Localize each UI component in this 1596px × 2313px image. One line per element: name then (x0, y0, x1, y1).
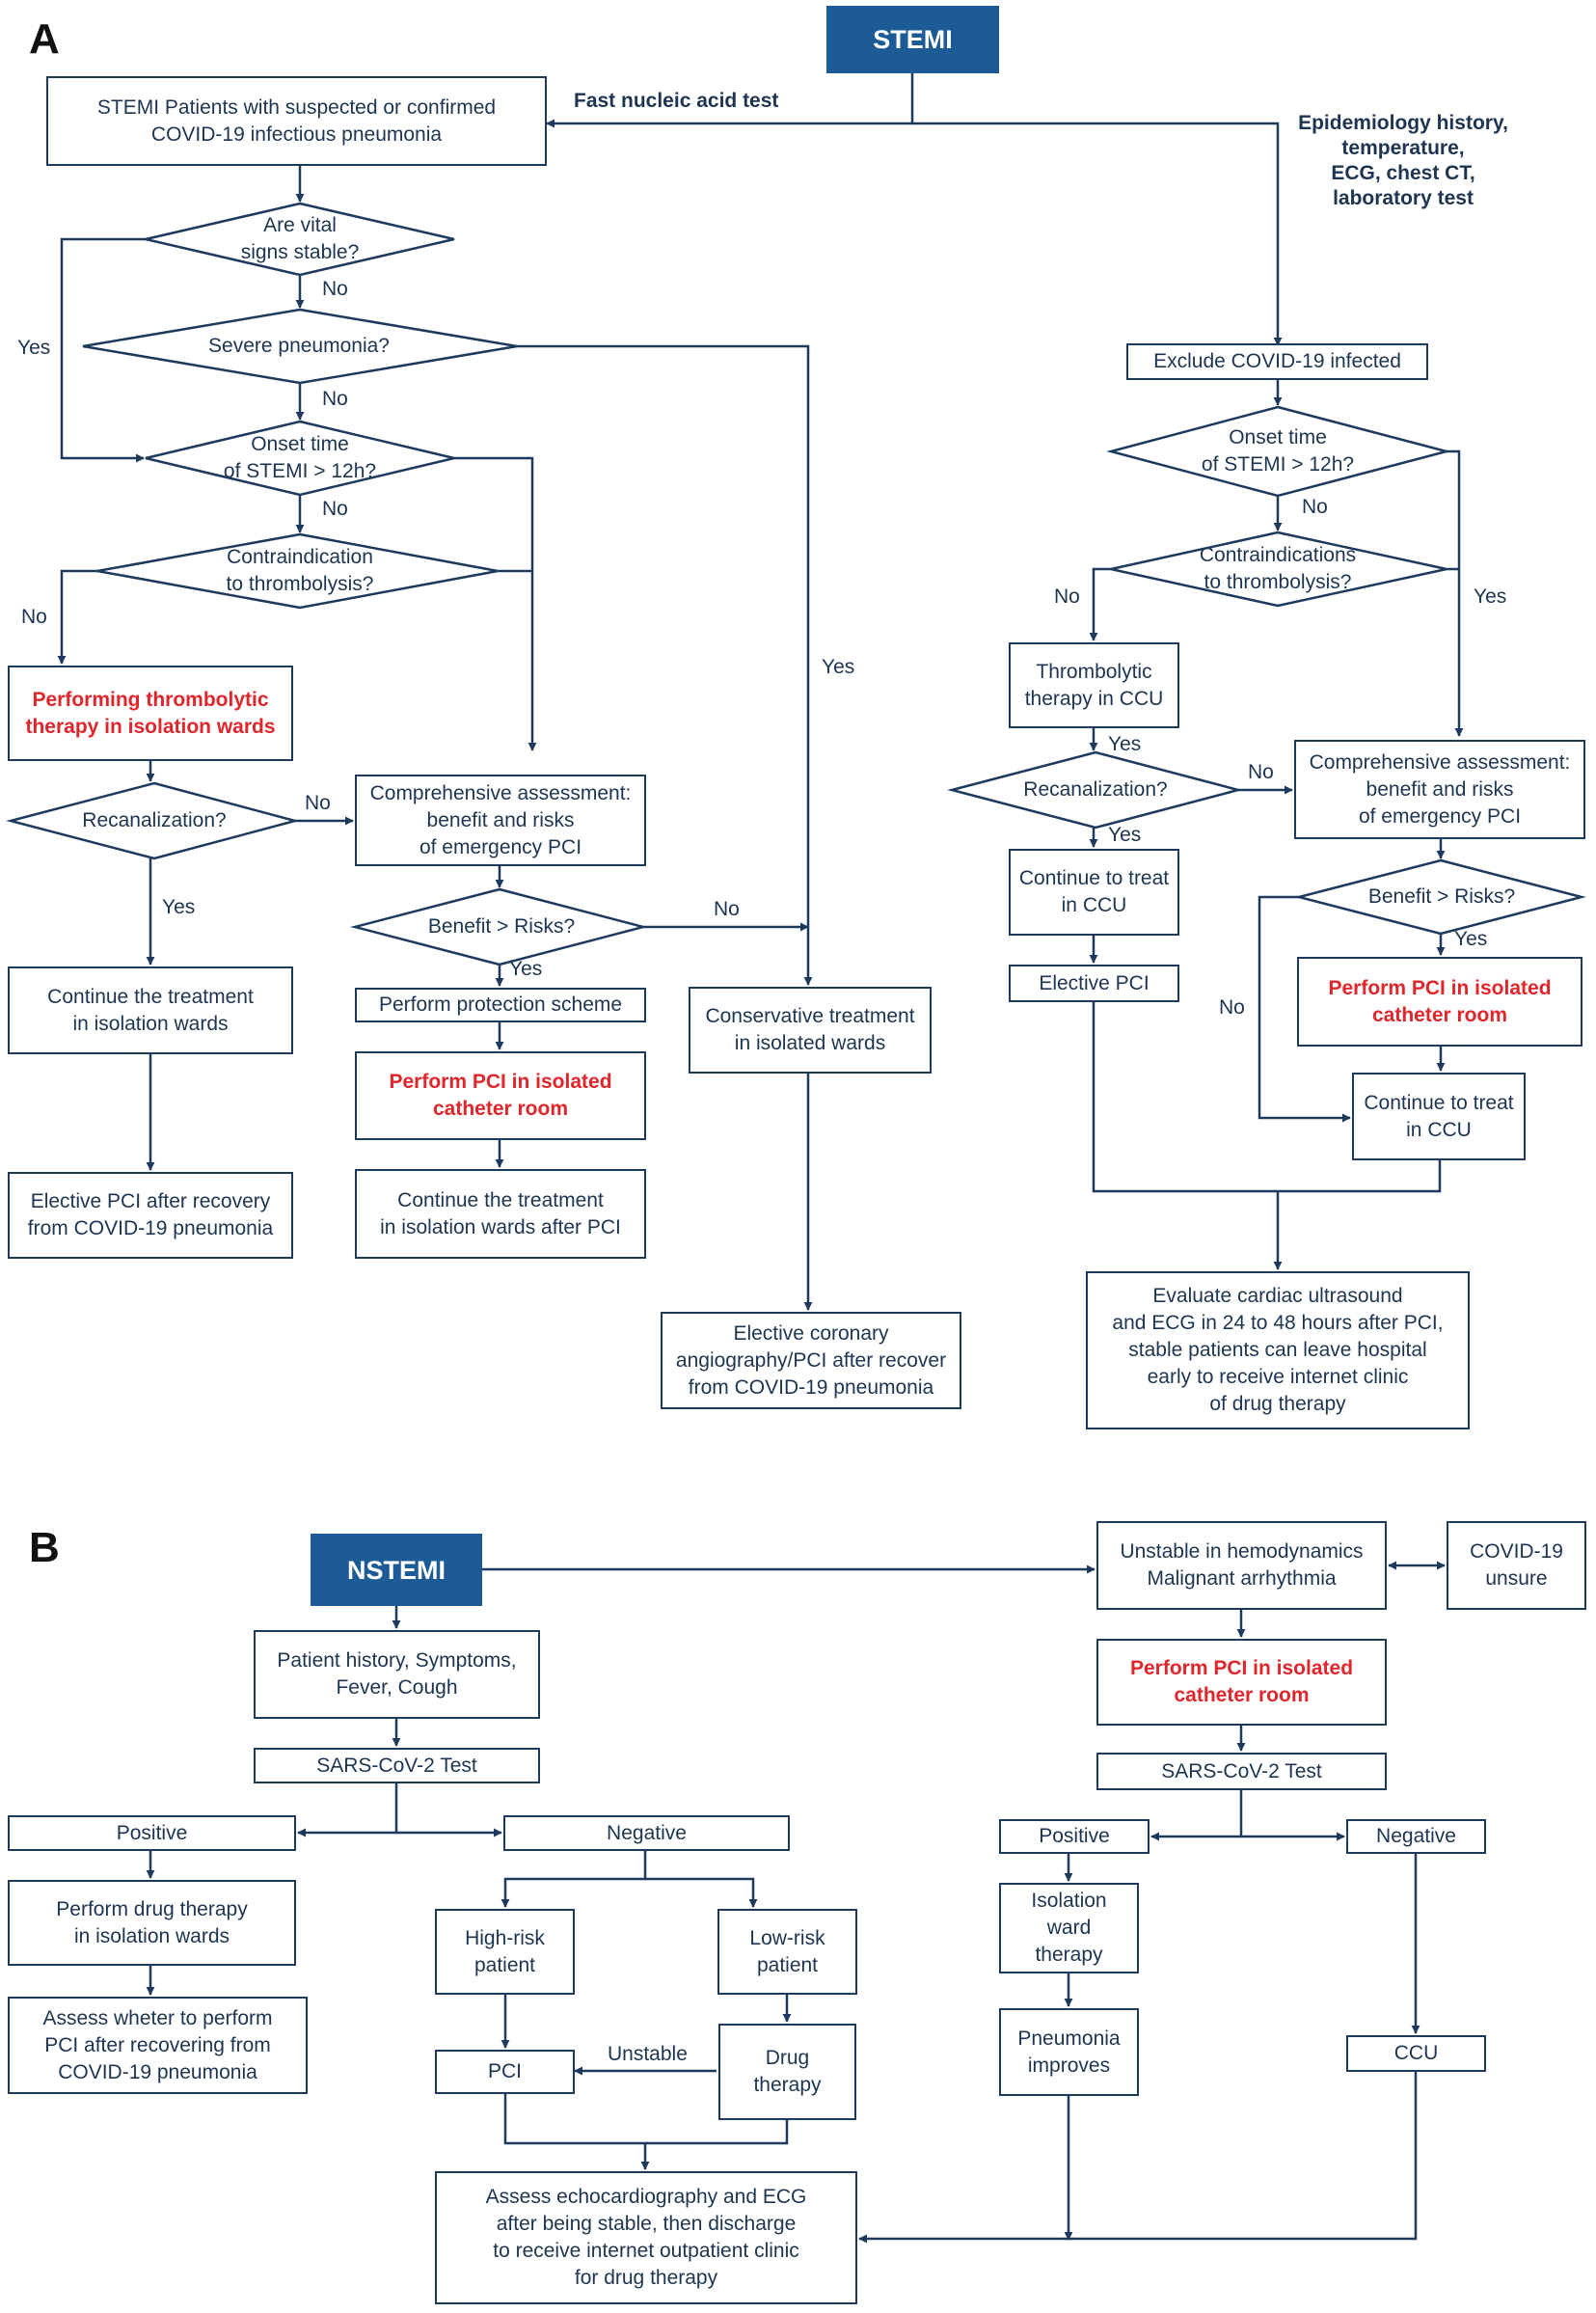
positive-right-box: Positive (999, 1819, 1150, 1854)
severe-pneumonia-decision: Severe pneumonia? (208, 335, 390, 357)
elective-pci-box: Elective PCI (1009, 965, 1179, 1002)
diamond-contra-right (1110, 531, 1447, 608)
yes-label: Yes (822, 656, 855, 678)
no-label: No (305, 792, 331, 814)
comprehensive-right-box: Comprehensive assessment: benefit and ri… (1294, 740, 1585, 839)
pneumonia-improves-box: Pneumonia improves (999, 2008, 1139, 2096)
unstable-label: Unstable (608, 2043, 688, 2065)
isolation-ward-box: Isolation ward therapy (999, 1883, 1139, 1973)
epidemiology-label: Epidemiology history, temperature, ECG, … (1298, 112, 1508, 209)
pci-isolated-b-box: Perform PCI in isolated catheter room (1096, 1639, 1387, 1726)
no-label: No (1219, 996, 1245, 1019)
evaluate-ultrasound-box: Evaluate cardiac ultrasound and ECG in 2… (1086, 1271, 1470, 1429)
yes-label: Yes (1108, 824, 1142, 846)
yes-label: Yes (1108, 733, 1142, 755)
diamond-recan-left (6, 781, 300, 860)
no-label: No (322, 498, 348, 520)
stemi-title: STEMI (826, 6, 999, 73)
contra-right-decision: Contraindications to thrombolysis? (1199, 544, 1357, 593)
no-label: No (1248, 761, 1274, 783)
continue-ccu-a-box: Continue to treat in CCU (1009, 849, 1179, 936)
yes-label: Yes (1474, 585, 1507, 608)
no-label: No (1054, 585, 1080, 608)
recanalization-left-decision: Recanalization? (82, 809, 227, 831)
no-label: No (1302, 496, 1328, 518)
yes-label: Yes (1454, 928, 1488, 950)
benefit-right-decision: Benefit > Risks? (1367, 885, 1516, 908)
no-label: No (322, 388, 348, 410)
sars-test-left-box: SARS-CoV-2 Test (254, 1748, 540, 1783)
vital-signs-decision: Are vital signs stable? (240, 214, 360, 263)
comprehensive-left-box: Comprehensive assessment: benefit and ri… (355, 775, 646, 866)
onset-right-decision: Onset time of STEMI > 12h? (1201, 426, 1355, 476)
panel-label-a: A (29, 15, 60, 63)
benefit-left-decision: Benefit > Risks? (427, 915, 576, 938)
ccu-box: CCU (1346, 2035, 1486, 2072)
yes-label: Yes (162, 896, 196, 918)
conservative-treatment-box: Conservative treatment in isolated wards (689, 987, 932, 1074)
negative-right-box: Negative (1346, 1819, 1486, 1854)
exclude-covid-box: Exclude COVID-19 infected (1126, 343, 1428, 380)
yes-label: Yes (17, 337, 51, 359)
stemi-patients-box: STEMI Patients with suspected or confirm… (46, 76, 547, 166)
drug-isolation-box: Perform drug therapy in isolation wards (8, 1880, 296, 1966)
assess-pci-box: Assess wheter to perform PCI after recov… (8, 1997, 308, 2094)
continue-after-pci-box: Continue the treatment in isolation ward… (355, 1169, 646, 1259)
low-risk-box: Low-risk patient (717, 1909, 857, 1995)
onset-left-decision: Onset time of STEMI > 12h? (223, 433, 377, 482)
pci-box: PCI (435, 2050, 575, 2094)
thrombolytic-ccu-box: Thrombolytic therapy in CCU (1009, 642, 1179, 728)
recanalization-right-decision: Recanalization? (1023, 778, 1168, 801)
negative-left-box: Negative (503, 1815, 790, 1851)
patient-history-box: Patient history, Symptoms, Fever, Cough (254, 1630, 540, 1719)
pci-isolated-left-box: Perform PCI in isolated catheter room (355, 1051, 646, 1140)
elective-angiography-box: Elective coronary angiography/PCI after … (661, 1312, 961, 1409)
positive-left-box: Positive (8, 1815, 296, 1851)
high-risk-box: High-risk patient (435, 1909, 575, 1995)
fast-test-label: Fast nucleic acid test (574, 90, 779, 112)
thrombolytic-isolation-box: Performing thrombolytic therapy in isola… (8, 666, 293, 761)
no-label: No (714, 898, 740, 920)
continue-ccu-b-box: Continue to treat in CCU (1352, 1073, 1526, 1160)
no-label: No (21, 606, 47, 628)
covid-unsure-box: COVID-19 unsure (1447, 1521, 1586, 1610)
protection-scheme-box: Perform protection scheme (355, 988, 646, 1022)
assess-echo-box: Assess echocardiography and ECG after be… (435, 2171, 857, 2304)
continue-isolation-box: Continue the treatment in isolation ward… (8, 966, 293, 1054)
elective-recovery-box: Elective PCI after recovery from COVID-1… (8, 1172, 293, 1259)
diamond-recan-right (947, 750, 1243, 830)
yes-label: Yes (509, 958, 543, 980)
no-label: No (322, 278, 348, 300)
sars-test-right-box: SARS-CoV-2 Test (1096, 1753, 1387, 1790)
diamond-contra-left (96, 532, 499, 610)
nstemi-title: NSTEMI (311, 1534, 482, 1606)
panel-label-b: B (29, 1524, 60, 1571)
contra-left-decision: Contraindication to thrombolysis? (226, 546, 374, 595)
drug-therapy-box: Drug therapy (718, 2024, 856, 2120)
pci-isolated-right-box: Perform PCI in isolated catheter room (1297, 957, 1582, 1047)
unstable-hemodynamics-box: Unstable in hemodynamics Malignant arrhy… (1096, 1521, 1387, 1610)
